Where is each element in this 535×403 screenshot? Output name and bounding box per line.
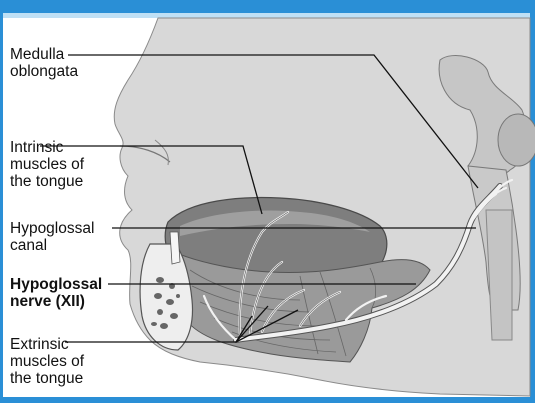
frame-top-strip [0,13,535,18]
label-canal-line2: canal [10,237,94,254]
label-hypoglossal-canal: Hypoglossal canal [10,220,94,254]
frame-right-border [530,0,535,403]
pons [498,114,535,166]
frame-bottom-border [0,397,535,403]
frame-left-border [0,0,3,403]
tooth [170,232,180,264]
label-hypoglossal-nerve: Hypoglossal nerve (XII) [10,276,102,310]
label-extrinsic-line2: muscles of [10,353,84,370]
label-intrinsic-muscles: Intrinsic muscles of the tongue [10,139,84,190]
label-intrinsic-line3: the tongue [10,173,84,190]
label-extrinsic-muscles: Extrinsic muscles of the tongue [10,336,84,387]
label-extrinsic-line3: the tongue [10,370,84,387]
label-medulla-oblongata: Medulla oblongata [10,46,78,80]
label-medulla-line1: Medulla [10,46,78,63]
label-nerve-line2: nerve (XII) [10,293,102,310]
label-intrinsic-line2: muscles of [10,156,84,173]
label-extrinsic-line1: Extrinsic [10,336,84,353]
label-medulla-line2: oblongata [10,63,78,80]
label-intrinsic-line1: Intrinsic [10,139,84,156]
label-canal-line1: Hypoglossal [10,220,94,237]
label-nerve-line1: Hypoglossal [10,276,102,293]
